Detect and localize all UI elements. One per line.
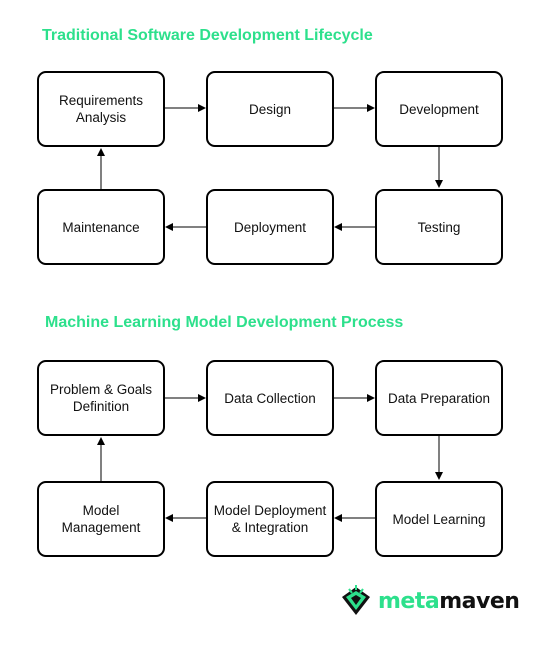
brand-name-part1: meta bbox=[378, 588, 440, 614]
step-label: Maintenance bbox=[62, 219, 140, 235]
step-label: Testing bbox=[417, 219, 461, 235]
step-label: Development bbox=[399, 101, 479, 117]
metamaven-logo: metamaven bbox=[340, 585, 520, 617]
step-data-preparation: Data Preparation bbox=[375, 360, 503, 436]
step-model-learning: Model Learning bbox=[375, 481, 503, 557]
step-label: Model Management bbox=[61, 503, 141, 535]
metamaven-logo-icon bbox=[342, 585, 370, 615]
step-testing: Testing bbox=[375, 189, 503, 265]
step-maintenance: Maintenance bbox=[37, 189, 165, 265]
step-model-management: Model Management bbox=[37, 481, 165, 557]
step-label: Problem & Goals Definition bbox=[49, 382, 153, 414]
step-label: Data Preparation bbox=[387, 390, 491, 406]
brand-name: metamaven bbox=[378, 588, 520, 614]
step-model-deployment-integration: Model Deployment & Integration bbox=[206, 481, 334, 557]
step-label: Data Collection bbox=[224, 390, 316, 406]
step-label: Model Learning bbox=[392, 511, 486, 527]
step-development: Development bbox=[375, 71, 503, 147]
step-label: Design bbox=[248, 101, 292, 117]
step-design: Design bbox=[206, 71, 334, 147]
step-requirements-analysis: Requirements Analysis bbox=[37, 71, 165, 147]
step-deployment: Deployment bbox=[206, 189, 334, 265]
step-data-collection: Data Collection bbox=[206, 360, 334, 436]
step-label: Deployment bbox=[233, 219, 307, 235]
step-label: Requirements Analysis bbox=[58, 93, 144, 125]
step-label: Model Deployment & Integration bbox=[213, 503, 327, 535]
step-problem-goals-definition: Problem & Goals Definition bbox=[37, 360, 165, 436]
brand-name-part2: maven bbox=[439, 588, 520, 614]
section-title-ml: Machine Learning Model Development Proce… bbox=[45, 314, 404, 331]
section-title-traditional: Traditional Software Development Lifecyc… bbox=[42, 27, 373, 44]
